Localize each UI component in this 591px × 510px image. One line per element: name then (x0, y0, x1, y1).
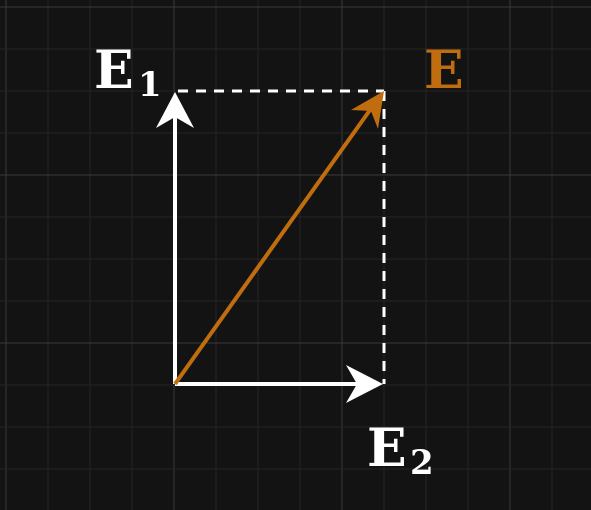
vector-e2-arrow (175, 365, 383, 403)
label-e1-letter: E (94, 40, 134, 101)
label-e2: E 2 (367, 418, 434, 483)
vector-e1-arrow (156, 92, 194, 384)
label-resultant-e: E (424, 40, 464, 101)
label-e1: E 1 (94, 40, 162, 105)
label-e2-letter: E (367, 418, 407, 479)
resultant-e-arrow (173, 91, 384, 386)
label-e2-subscript: 2 (410, 443, 434, 483)
label-e1-subscript: 1 (138, 65, 162, 105)
